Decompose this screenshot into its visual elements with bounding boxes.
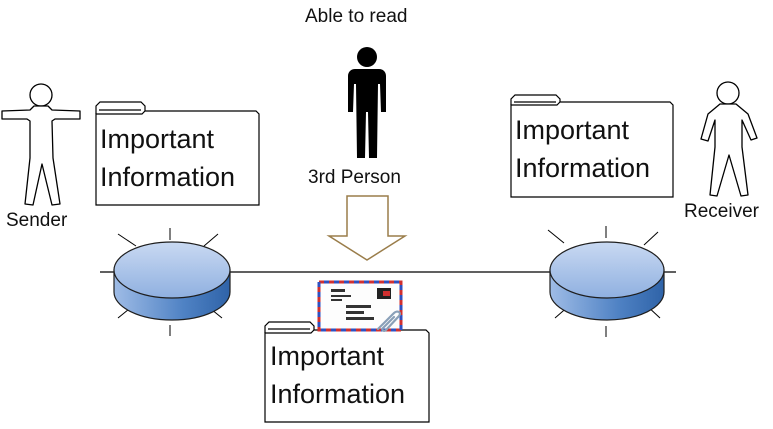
third-person-label: 3rd Person xyxy=(308,167,401,188)
receiver-folder-text: Important Information xyxy=(515,111,650,187)
third-person-icon xyxy=(348,47,386,158)
able-to-read-label: Able to read xyxy=(305,6,408,27)
sender-folder-text: Important Information xyxy=(100,120,235,196)
receiver-folder-icon xyxy=(510,94,674,198)
sender-label: Sender xyxy=(6,210,68,231)
sender-folder-icon xyxy=(95,101,260,206)
receiver-folder-line-1: Important xyxy=(515,115,630,145)
down-arrow-icon xyxy=(326,195,408,261)
receiver-person-icon xyxy=(700,81,758,197)
receiver-router-icon xyxy=(540,226,674,337)
sender-folder-line-2: Information xyxy=(100,162,236,192)
transit-folder-line-2: Information xyxy=(270,379,406,409)
receiver-folder-line-2: Information xyxy=(515,153,651,183)
sender-router-icon xyxy=(103,228,243,336)
envelope-with-paperclip-icon xyxy=(317,280,403,332)
transit-folder-line-1: Important xyxy=(270,341,385,371)
receiver-label: Receiver xyxy=(684,201,759,222)
sender-person-icon xyxy=(1,83,81,206)
transit-folder-text: Important Information xyxy=(270,337,405,413)
sender-folder-line-1: Important xyxy=(100,124,215,154)
